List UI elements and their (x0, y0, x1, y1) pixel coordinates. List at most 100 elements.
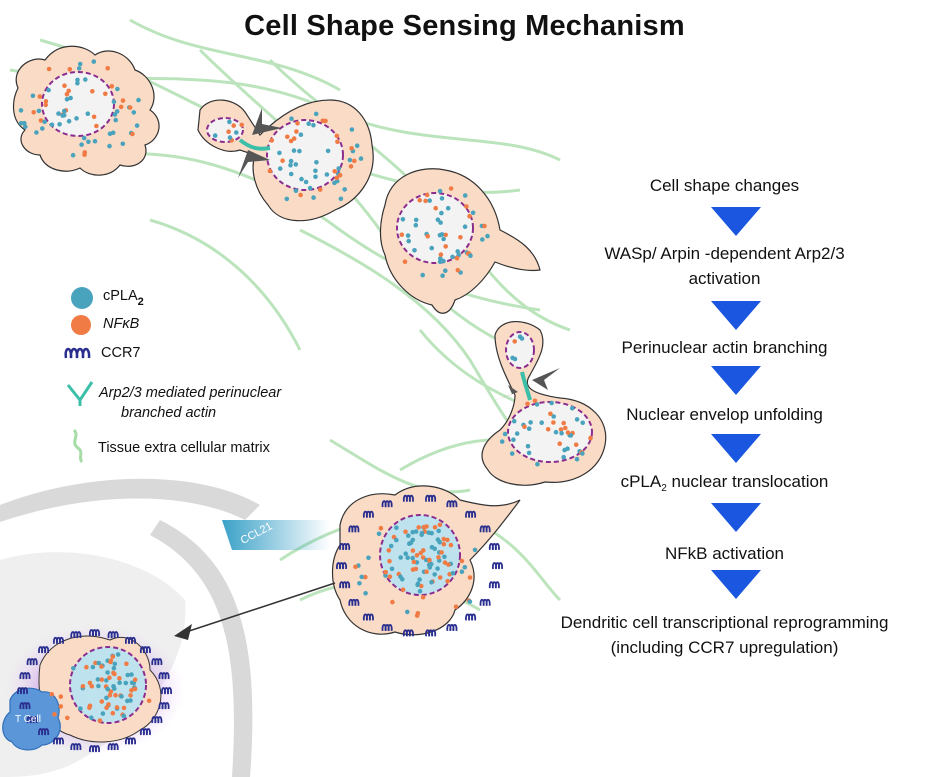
ecm-legend-icon (72, 428, 84, 464)
molecule-dot (117, 676, 122, 681)
molecule-dot (358, 156, 364, 161)
molecule-dot (405, 233, 411, 238)
molecule-dot (437, 539, 443, 545)
molecule-dot (429, 530, 435, 536)
molecule-dot (462, 193, 468, 198)
molecule-dot (107, 692, 113, 698)
molecule-dot (450, 570, 456, 576)
molecule-dot (416, 525, 422, 530)
molecule-dot (307, 185, 313, 191)
molecule-dot (277, 150, 282, 156)
molecule-dot (227, 135, 233, 140)
molecule-dot (435, 217, 441, 222)
molecule-dot (146, 698, 152, 704)
molecule-dot (91, 114, 97, 120)
molecule-dot (353, 564, 358, 570)
molecule-dot (269, 138, 275, 143)
molecule-dot (110, 654, 116, 659)
legend-cpla2-sub: 2 (137, 296, 144, 308)
molecule-dot (499, 439, 505, 444)
molecule-dot (394, 537, 399, 543)
molecule-dot (427, 557, 432, 563)
molecule-dot (437, 188, 443, 194)
molecule-dot (561, 420, 566, 426)
molecule-dot (84, 664, 89, 670)
molecule-dot (458, 235, 463, 240)
molecule-dot (442, 554, 447, 560)
molecule-dot (414, 613, 420, 618)
molecule-dot (387, 574, 393, 579)
molecule-dot (231, 123, 236, 128)
molecule-dot (443, 232, 449, 238)
molecule-dot (74, 116, 79, 121)
molecule-dot (438, 256, 443, 261)
molecule-dot (97, 718, 103, 723)
ccr7-receptor (26, 716, 38, 724)
molecule-dot (128, 698, 133, 703)
step-nuclear-envelop: Nuclear envelop unfolding (626, 405, 823, 424)
molecule-dot (129, 688, 134, 693)
molecule-dot (403, 529, 408, 535)
molecule-dot (123, 680, 129, 686)
molecule-dot (526, 450, 532, 456)
step-cpla2-main: cPLA (620, 472, 662, 491)
ccr7-receptor (488, 581, 500, 589)
molecule-dot (551, 414, 556, 419)
molecule-dot (234, 130, 239, 135)
molecule-dot (93, 660, 98, 666)
molecule-dot (557, 441, 562, 447)
molecule-dot (525, 443, 531, 449)
ccr7-receptor (491, 562, 504, 570)
molecule-dot (284, 196, 290, 202)
molecule-dot (415, 582, 420, 588)
molecule-dot (464, 204, 469, 209)
molecule-dot (570, 405, 575, 411)
molecule-dot (398, 555, 404, 560)
molecule-dot (288, 158, 294, 164)
molecule-dot (455, 249, 461, 254)
molecule-dot (128, 693, 133, 698)
molecule-dot (288, 171, 294, 177)
molecule-dot (445, 537, 450, 543)
ccr7-receptor (465, 613, 477, 621)
step-reprogramming-line1: Dendritic cell transcriptional reprogram… (560, 613, 889, 632)
molecule-dot (403, 551, 409, 556)
molecule-dot (532, 398, 538, 404)
molecule-dot (435, 566, 440, 571)
molecule-dot (438, 220, 443, 225)
molecule-dot (77, 61, 83, 67)
molecule-dot (80, 684, 86, 689)
ccr7-receptor (19, 672, 31, 680)
step-wasp-arpin-line2: activation (688, 269, 761, 288)
ccr7-receptor (139, 646, 151, 654)
molecule-dot (574, 456, 580, 462)
molecule-dot (132, 677, 138, 682)
molecule-dot (298, 132, 304, 137)
molecule-dot (105, 686, 110, 692)
molecule-dot (525, 401, 530, 407)
molecule-dot (90, 89, 95, 94)
molecule-dot (565, 430, 571, 435)
molecule-dot (49, 692, 55, 697)
molecule-dot (446, 562, 451, 567)
molecule-dot (23, 124, 28, 130)
ccr7-receptor (362, 613, 374, 621)
molecule-dot (226, 129, 231, 134)
molecule-dot (352, 158, 357, 164)
molecule-dot (439, 550, 444, 555)
legend-icons (64, 287, 94, 464)
ccr7-receptor (139, 728, 151, 736)
molecule-dot (30, 93, 36, 99)
molecule-dot (267, 168, 273, 174)
molecule-dot (445, 205, 451, 211)
molecule-dot (437, 575, 443, 580)
molecule-dot (417, 197, 423, 203)
legend-arp-line1: Arp2/3 mediated perinuclear (99, 385, 282, 401)
flow-arrow-4 (711, 434, 761, 463)
ccr7-receptor (446, 500, 458, 508)
molecule-dot (580, 451, 585, 456)
molecule-dot (99, 664, 104, 669)
molecule-dot (293, 188, 299, 194)
molecule-dot (445, 578, 450, 584)
molecule-dot (366, 555, 371, 561)
